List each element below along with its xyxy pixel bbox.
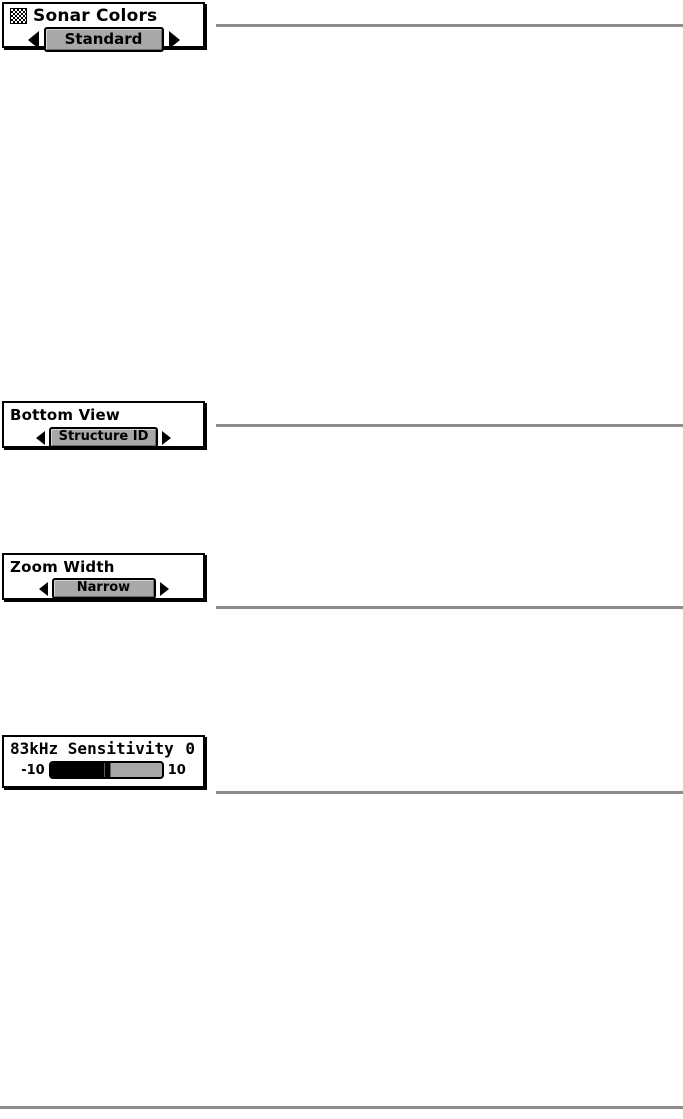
sensitivity-slider-fill: [50, 763, 107, 777]
sensitivity-menu-widget[interactable]: 83kHz Sensitivity 0 -10 10: [2, 735, 205, 788]
bottom-view-selector[interactable]: Structure ID: [4, 425, 203, 450]
sensitivity-title: 83kHz Sensitivity: [10, 739, 174, 758]
separator-rule-3: [216, 606, 683, 609]
sensitivity-value: 0: [185, 739, 195, 758]
separator-rule-footer: [0, 1106, 683, 1109]
bottom-view-title: Bottom View: [10, 406, 120, 424]
zoom-width-title: Zoom Width: [10, 558, 115, 576]
right-arrow-icon[interactable]: [168, 30, 180, 49]
sensitivity-slider[interactable]: -10 10: [4, 759, 203, 781]
sonar-colors-value[interactable]: Standard: [43, 27, 164, 52]
bottom-view-value[interactable]: Structure ID: [48, 427, 159, 448]
sensitivity-slider-thumb[interactable]: [104, 763, 112, 777]
separator-rule-4: [216, 791, 683, 794]
separator-rule-2: [216, 424, 683, 427]
dither-pattern-icon: [10, 8, 27, 24]
zoom-width-value[interactable]: Narrow: [51, 578, 156, 599]
zoom-width-selector[interactable]: Narrow: [4, 577, 203, 601]
left-arrow-icon[interactable]: [38, 581, 48, 596]
bottom-view-title-row: Bottom View: [4, 403, 203, 425]
sensitivity-min-label: -10: [21, 762, 45, 778]
left-arrow-icon[interactable]: [35, 430, 45, 445]
sensitivity-title-row: 83kHz Sensitivity 0: [4, 737, 203, 759]
zoom-width-title-row: Zoom Width: [4, 555, 203, 577]
sensitivity-slider-track[interactable]: [48, 761, 164, 779]
left-arrow-icon[interactable]: [27, 30, 39, 49]
sonar-colors-menu-widget[interactable]: Sonar Colors Standard: [2, 2, 205, 52]
right-arrow-icon[interactable]: [159, 581, 169, 596]
sonar-colors-title-row: Sonar Colors: [4, 4, 203, 26]
sensitivity-max-label: 10: [167, 762, 186, 778]
right-arrow-icon[interactable]: [162, 430, 172, 445]
zoom-width-menu-widget[interactable]: Zoom Width Narrow: [2, 553, 205, 600]
sonar-colors-title: Sonar Colors: [33, 6, 158, 26]
separator-rule-1: [216, 24, 683, 27]
bottom-view-menu-widget[interactable]: Bottom View Structure ID: [2, 401, 205, 448]
sonar-colors-selector[interactable]: Standard: [4, 26, 203, 54]
